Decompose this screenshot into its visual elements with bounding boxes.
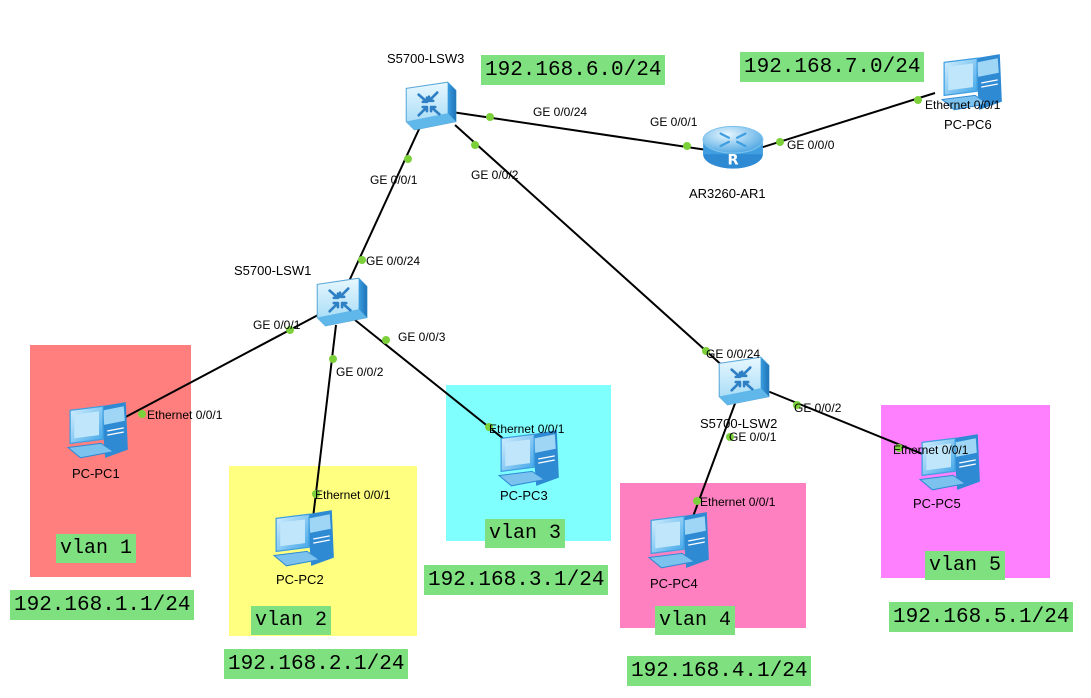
pc-pc2-icon[interactable] [272, 508, 338, 570]
ar1-label: AR3260-AR1 [689, 186, 766, 201]
port-lsw2-pc5: GE 0/0/2 [794, 401, 842, 415]
port-dot [358, 256, 366, 264]
port-dot [702, 347, 710, 355]
link-ar1-pc6 [759, 92, 936, 149]
subnet-6-tag: 192.168.6.0/24 [481, 55, 666, 85]
port-pc1-eth: Ethernet 0/0/1 [147, 408, 223, 422]
switch-lsw2-icon[interactable] [713, 355, 771, 407]
port-pc4-eth: Ethernet 0/0/1 [700, 495, 776, 509]
subnet-1-tag: 192.168.1.1/24 [10, 590, 195, 620]
port-lsw3-ar: GE 0/0/24 [533, 105, 588, 119]
vlan4-tag: vlan 4 [655, 606, 736, 635]
link-lsw1-pc3 [354, 319, 506, 441]
port-lsw3-lsw1: GE 0/0/1 [370, 173, 418, 187]
port-dot [382, 336, 390, 344]
port-dot [312, 490, 320, 498]
switch-lsw3-icon[interactable] [400, 80, 458, 132]
subnet-2-tag: 192.168.2.1/24 [224, 649, 409, 679]
port-dot [776, 138, 784, 146]
pc5-label: PC-PC5 [913, 496, 961, 511]
vlan5-tag: vlan 5 [925, 551, 1006, 580]
link-lsw1-pc1 [119, 314, 319, 421]
port-dot [486, 113, 494, 121]
port-dot [485, 423, 493, 431]
lsw2-label: S5700-LSW2 [700, 416, 778, 431]
port-dot [895, 444, 903, 452]
vlan5-zone [881, 405, 1050, 578]
port-pc2-eth: Ethernet 0/0/1 [315, 488, 391, 502]
vlan4-zone [620, 483, 806, 628]
pc-pc1-icon[interactable] [66, 400, 132, 462]
port-dot [726, 433, 734, 441]
port-dot [138, 410, 146, 418]
port-lsw3-lsw2: GE 0/0/2 [471, 168, 519, 182]
port-dot [404, 155, 412, 163]
port-dot [793, 401, 801, 409]
subnet-4-tag: 192.168.4.1/24 [627, 656, 812, 686]
port-dot [693, 497, 701, 505]
port-lsw1-pc1: GE 0/0/1 [253, 318, 301, 332]
port-lsw1-pc3: GE 0/0/3 [398, 330, 446, 344]
pc2-label: PC-PC2 [276, 572, 324, 587]
port-lsw1-up: GE 0/0/24 [366, 254, 421, 268]
port-dot [914, 96, 922, 104]
lsw3-label: S5700-LSW3 [387, 51, 465, 66]
port-pc5-eth: Ethernet 0/0/1 [893, 443, 969, 457]
port-lsw2-pc4: GE 0/0/1 [729, 430, 777, 444]
port-ar-lsw3: GE 0/0/1 [650, 115, 698, 129]
port-lsw1-pc2: GE 0/0/2 [336, 365, 384, 379]
pc-pc5-icon[interactable] [918, 432, 984, 494]
router-ar1-icon[interactable] [700, 122, 766, 172]
pc-pc4-icon[interactable] [647, 510, 713, 572]
port-ar-pc6: GE 0/0/0 [787, 138, 835, 152]
link-lsw3-lsw2 [454, 124, 726, 369]
link-lsw3-lsw1 [344, 126, 421, 291]
switch-lsw1-icon[interactable] [311, 276, 369, 328]
pc1-label: PC-PC1 [72, 466, 120, 481]
port-pc6-eth: Ethernet 0/0/1 [925, 98, 1001, 112]
port-pc3-eth: Ethernet 0/0/1 [489, 422, 565, 436]
pc4-label: PC-PC4 [650, 576, 698, 591]
vlan2-tag: vlan 2 [251, 606, 332, 635]
link-lsw2-pc4 [687, 389, 741, 531]
pc-pc3-icon[interactable] [497, 428, 563, 490]
port-dot [286, 326, 294, 334]
subnet-5-tag: 192.168.5.1/24 [889, 602, 1074, 632]
subnet-7-tag: 192.168.7.0/24 [740, 52, 925, 82]
pc6-label: PC-PC6 [944, 117, 992, 132]
port-dot [683, 142, 691, 150]
port-dot [471, 141, 479, 149]
port-lsw2-up: GE 0/0/24 [706, 347, 761, 361]
pc3-label: PC-PC3 [500, 488, 548, 503]
lsw1-label: S5700-LSW1 [234, 263, 312, 278]
port-dot [329, 355, 337, 363]
vlan1-tag: vlan 1 [56, 534, 137, 563]
subnet-3-tag: 192.168.3.1/24 [424, 565, 609, 595]
vlan3-tag: vlan 3 [485, 519, 566, 548]
